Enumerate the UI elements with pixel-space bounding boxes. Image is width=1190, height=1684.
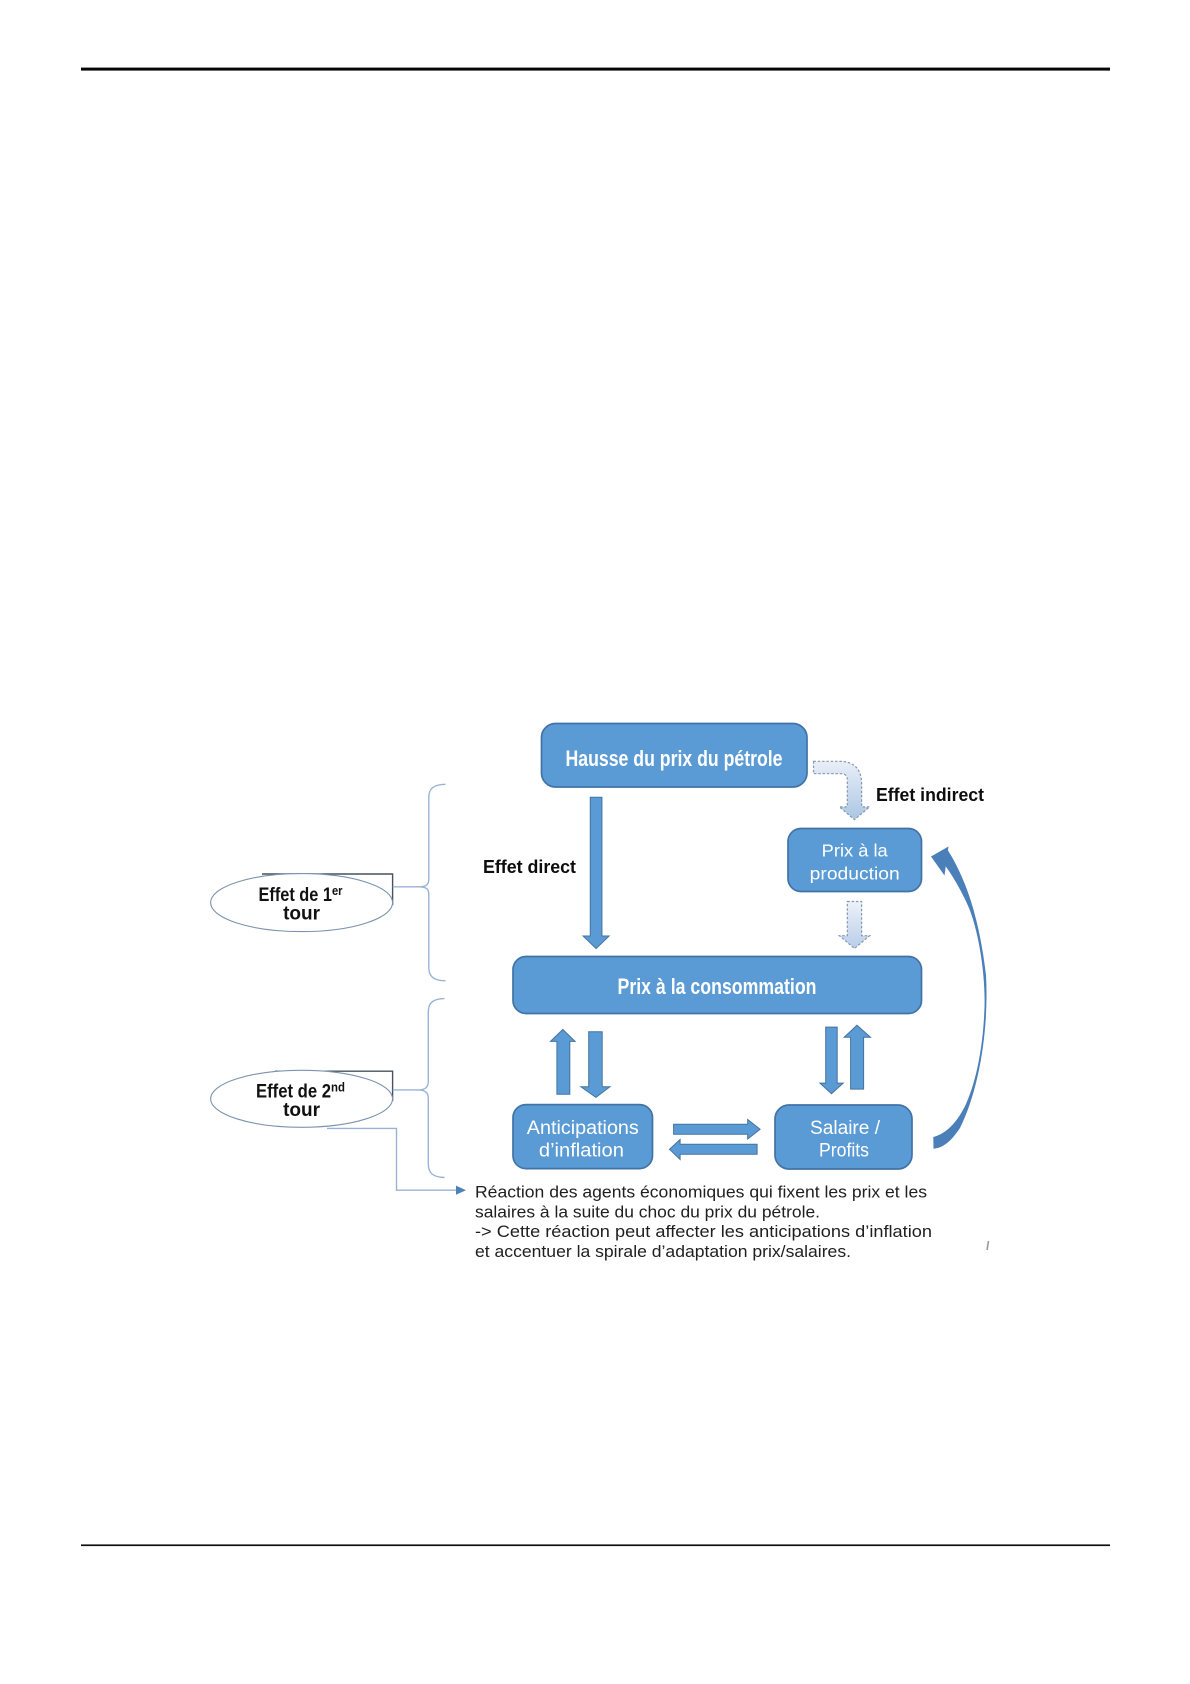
- svg-text:d’inflation: d’inflation: [539, 1141, 624, 1162]
- svg-text:et accentuer la spirale d’adap: et accentuer la spirale d’adaptation pri…: [475, 1242, 851, 1261]
- svg-text:Profits: Profits: [819, 1141, 869, 1162]
- svg-text:Hausse du prix du pétrole: Hausse du prix du pétrole: [566, 746, 783, 771]
- svg-text:Prix à la consommation: Prix à la consommation: [618, 974, 817, 999]
- svg-text:-> Cette réaction peut affecte: -> Cette réaction peut affecter les anti…: [475, 1222, 932, 1241]
- svg-text:tour: tour: [283, 1100, 321, 1121]
- svg-text:tour: tour: [283, 904, 321, 925]
- svg-text:Salaire /: Salaire /: [810, 1118, 881, 1139]
- svg-text:Effet indirect: Effet indirect: [876, 785, 984, 805]
- svg-text:Prix à la: Prix à la: [822, 841, 888, 861]
- svg-text:Effet de 1er: Effet de 1er: [259, 883, 343, 906]
- svg-text:Réaction des agents économique: Réaction des agents économiques qui fixe…: [475, 1183, 927, 1202]
- svg-text:Effet direct: Effet direct: [483, 857, 576, 877]
- svg-text:salaires à la suite du choc du: salaires à la suite du choc du prix du p…: [475, 1202, 820, 1221]
- svg-text:Effet de 2nd: Effet de 2nd: [256, 1080, 345, 1103]
- svg-text:Anticipations: Anticipations: [527, 1118, 639, 1139]
- svg-text:production: production: [810, 864, 900, 884]
